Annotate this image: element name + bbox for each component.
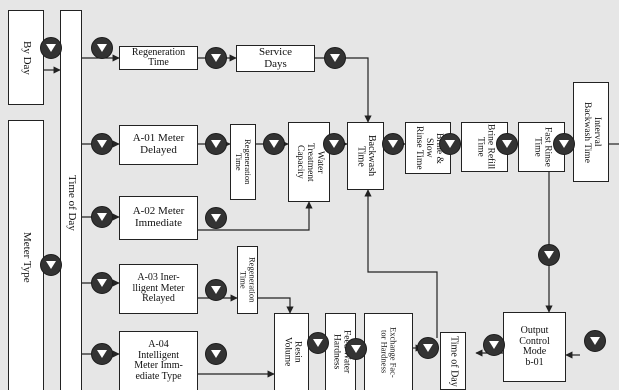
resin-volume-box: Resin Volume bbox=[274, 313, 309, 390]
service-days-box: Service Days bbox=[236, 45, 315, 72]
meter-type-label: Meter Type bbox=[20, 232, 33, 283]
a02-row-down-icon[interactable] bbox=[91, 206, 113, 228]
a03-regeneration-time-label: Regeneration Time bbox=[238, 257, 258, 303]
water-treatment-capacity-box: Water Treatment Capacity bbox=[288, 122, 330, 202]
meter-type-down-icon[interactable] bbox=[40, 254, 62, 276]
a02-meter-immediate-box: A-02 Meter Immediate bbox=[119, 196, 198, 240]
a02-meter-down-icon[interactable] bbox=[205, 207, 227, 229]
exchange-factor-hardness-label: Exchange Fac- tor Hardness bbox=[379, 326, 399, 378]
a01-regeneration-time-label: Regeneration Time bbox=[234, 139, 253, 185]
brine-slow-rinse-time-label: Brine & Slow Rinse Time bbox=[414, 126, 444, 170]
fast-rinse-time-label: Fast Rinse Time bbox=[532, 127, 553, 167]
brine-refill-time-label: Brine Refill Time bbox=[475, 124, 496, 170]
service-days-down-icon[interactable] bbox=[324, 47, 346, 69]
a02-meter-immediate-label: A-02 Meter Immediate bbox=[132, 205, 185, 229]
exchange-factor-down-icon[interactable] bbox=[417, 337, 439, 359]
regeneration-time-row-down-icon[interactable] bbox=[91, 37, 113, 59]
a04-intelligent-meter-immediate-label: A-04 Intelligent Meter Imm- ediate Type bbox=[134, 339, 183, 382]
exchange-factor-hardness-box: Exchange Fac- tor Hardness bbox=[364, 313, 413, 390]
a03-meter-down-icon[interactable] bbox=[205, 279, 227, 301]
a03-intelligent-meter-relayed-label: A-03 Iner- lligent Meter Relayed bbox=[132, 272, 185, 305]
a01-regeneration-down-icon[interactable] bbox=[263, 133, 285, 155]
service-days-label: Service Days bbox=[259, 45, 292, 70]
backwash-time-label: Backwash Time bbox=[355, 135, 378, 177]
backwash-down-icon[interactable] bbox=[382, 133, 404, 155]
a04-intelligent-meter-immediate-box: A-04 Intelligent Meter Imm- ediate Type bbox=[119, 331, 198, 390]
regeneration-time-down-icon[interactable] bbox=[205, 47, 227, 69]
a01-row-down-icon[interactable] bbox=[91, 133, 113, 155]
by-day-down-icon[interactable] bbox=[40, 37, 62, 59]
brine-refill-down-icon[interactable] bbox=[496, 133, 518, 155]
time-of-day-label: Time of Day bbox=[65, 174, 78, 231]
a01-regeneration-time-box: Regeneration Time bbox=[230, 124, 256, 200]
regeneration-time-label: Regeneration Time bbox=[131, 46, 186, 68]
brine-slow-rinse-down-icon[interactable] bbox=[439, 133, 461, 155]
output-control-mode-box: Output Control Mode b-01 bbox=[503, 312, 566, 382]
interval-backwash-time-box: Interval Backwash Time bbox=[573, 82, 609, 182]
feed-water-hardness-down-icon[interactable] bbox=[345, 338, 367, 360]
bottom-time-of-day-box: Time of Day bbox=[440, 332, 466, 390]
fast-rinse-down-icon[interactable] bbox=[553, 133, 575, 155]
a03-row-down-icon[interactable] bbox=[91, 272, 113, 294]
a04-meter-down-icon[interactable] bbox=[205, 343, 227, 365]
a01-meter-delayed-label: A-01 Meter Delayed bbox=[132, 132, 185, 156]
interval-backwash-time-label: Interval Backwash Time bbox=[582, 101, 602, 163]
right-input-down-icon[interactable] bbox=[584, 330, 606, 352]
a01-meter-delayed-box: A-01 Meter Delayed bbox=[119, 125, 198, 165]
resin-volume-label: Resin Volume bbox=[282, 337, 303, 367]
a04-row-down-icon[interactable] bbox=[91, 343, 113, 365]
fast-rinse-vertical-down-icon[interactable] bbox=[538, 244, 560, 266]
water-treatment-capacity-label: Water Treatment Capacity bbox=[295, 142, 325, 182]
capacity-down-icon[interactable] bbox=[323, 133, 345, 155]
time-of-day-column: Time of Day bbox=[60, 10, 82, 390]
regeneration-time-box: Regeneration Time bbox=[119, 46, 198, 70]
a01-meter-down-icon[interactable] bbox=[205, 133, 227, 155]
backwash-time-box: Backwash Time bbox=[347, 122, 384, 190]
a03-regeneration-time-box: Regeneration Time bbox=[237, 246, 258, 314]
meter-type-box: Meter Type bbox=[8, 120, 44, 390]
resin-volume-down-icon[interactable] bbox=[307, 332, 329, 354]
by-day-box: By Day bbox=[8, 10, 44, 105]
feed-water-hardness-label: Feed Water Hardness bbox=[331, 330, 352, 374]
by-day-label: By Day bbox=[20, 40, 33, 75]
a03-intelligent-meter-relayed-box: A-03 Iner- lligent Meter Relayed bbox=[119, 264, 198, 314]
bottom-time-of-day-label: Time of Day bbox=[448, 335, 460, 387]
output-control-mode-label: Output Control Mode b-01 bbox=[519, 325, 550, 368]
output-control-down-icon[interactable] bbox=[483, 334, 505, 356]
